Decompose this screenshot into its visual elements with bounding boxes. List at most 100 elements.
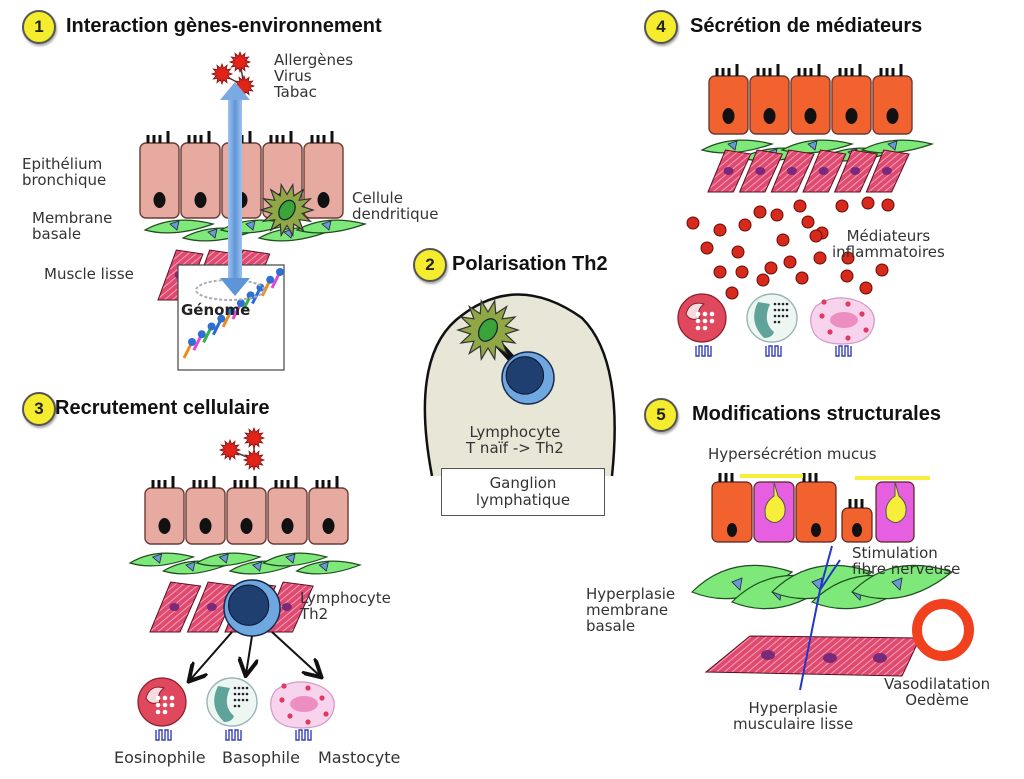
basal-membrane-cell [295, 219, 368, 234]
panel-5-illustration [690, 473, 974, 691]
epithelial-cell [308, 487, 349, 545]
cell-nucleus [886, 108, 899, 124]
muscle-nucleus [873, 653, 887, 663]
lymphocyte-nucleus [505, 356, 545, 395]
muscle-nucleus [850, 167, 861, 175]
basophil-granule [777, 302, 781, 306]
basophil-granule [237, 704, 241, 708]
recruitment-arrow [271, 631, 320, 676]
interaction-arrow-down-head [220, 278, 250, 296]
mastocyte-granule [845, 335, 851, 341]
basophil-granule [241, 686, 245, 690]
basophil-granule [233, 686, 237, 690]
membrane-nucleus [887, 140, 898, 151]
basophil-nucleus [214, 686, 234, 722]
membrane-nucleus [731, 577, 743, 591]
eosinophil-granule [155, 702, 161, 708]
muscle-nucleus [786, 167, 797, 175]
eosinophil-granule [702, 318, 708, 324]
membrane-nucleus [318, 561, 329, 572]
inflammatory-mediator [725, 286, 739, 300]
membrane-nucleus [727, 140, 738, 151]
allergen-particle [228, 50, 252, 74]
basophil-granule [781, 308, 785, 312]
inflammatory-mediator [713, 265, 727, 279]
dendritic-cell-label: Cellule dendritique [352, 189, 439, 223]
dna-backbone-node [236, 299, 245, 308]
inflammatory-mediator [731, 245, 745, 259]
dna-backbone-node [197, 330, 206, 339]
basophil-granule [785, 302, 789, 306]
inflammatory-mediator [776, 233, 790, 247]
step-badge-1: 1 [22, 10, 56, 44]
lymph-node-label: Ganglion lymphatique [441, 468, 605, 516]
mastocyte-granule [305, 719, 311, 725]
mastocyte-granule [305, 685, 311, 691]
panel-4-illustration [677, 64, 935, 357]
muscle-nucleus [169, 603, 180, 611]
muscle-nucleus [755, 167, 766, 175]
inflammatory-mediator [875, 263, 889, 277]
panel-5-title: Modifications structurales [692, 403, 941, 425]
membrane-nucleus [185, 561, 196, 572]
inflammatory-mediator [738, 218, 752, 232]
basal-membrane-cell [195, 552, 262, 567]
membrane-nucleus [245, 220, 256, 231]
mastocyte-granule [859, 311, 865, 317]
mastocyte-granule [279, 697, 285, 703]
cell-nucleus [317, 192, 330, 208]
mastocyte-label: Mastocyte [318, 748, 401, 767]
epithelial-cell [144, 487, 185, 545]
hyperplastic-membrane-cell [850, 564, 954, 600]
cell-nucleus [194, 192, 207, 208]
ige-receptor [835, 345, 852, 357]
inflammatory-mediator [795, 271, 809, 285]
basal-membrane-cell [261, 552, 329, 567]
epithelial-cell [790, 75, 831, 135]
lymphocyte-nucleus [227, 584, 270, 626]
epithelium-label: Epithélium bronchique [22, 155, 107, 189]
eosinophil-granule [709, 311, 715, 317]
eosinophil-nucleus [145, 686, 166, 704]
eosinophil-cell [677, 293, 727, 343]
basophil-granule [233, 698, 237, 702]
eosinophil-nucleus [685, 302, 706, 320]
basophil-granule [777, 314, 781, 318]
dna-backbone-node [227, 306, 236, 315]
membrane-nucleus [169, 220, 180, 231]
ige-receptor [225, 729, 242, 741]
membrane-nucleus [891, 577, 903, 591]
allergen-particle [242, 426, 266, 450]
panel-3-title: Recrutement cellulaire [55, 397, 270, 419]
mastocyte-granule [819, 313, 825, 319]
muscle-nucleus [761, 650, 775, 660]
dna-backbone-node [217, 314, 226, 323]
basal-hyperplasia-label: Hyperplasie membrane basale [586, 585, 676, 635]
mediators-label: Médiateurs inflammatoires [832, 227, 945, 261]
basophil-granule [233, 692, 237, 696]
triggers-label: Allergènes Virus Tabac [274, 51, 354, 101]
muscle-nucleus [723, 167, 734, 175]
inflammatory-mediator [735, 265, 749, 279]
inflammatory-mediator [686, 216, 700, 230]
eosinophil-granule [155, 695, 161, 701]
panel-2-title: Polarisation Th2 [452, 253, 608, 275]
basophil-granule [237, 692, 241, 696]
mastocyte-granule [323, 711, 329, 717]
membrane-nucleus [207, 228, 218, 239]
eosinophil-granule [702, 325, 708, 331]
smooth-muscle-label: Muscle lisse [44, 265, 134, 283]
inflammatory-mediator [861, 196, 875, 210]
cell-nucleus [845, 108, 858, 124]
basophil-granule [245, 686, 249, 690]
cell-nucleus [763, 108, 776, 124]
muscle-nucleus [818, 167, 829, 175]
panel-1-illustration [139, 50, 368, 371]
allergen-particle [210, 62, 234, 86]
eosinophil-granule [155, 709, 161, 715]
dna-backbone-node [207, 322, 216, 331]
membrane-nucleus [285, 553, 296, 564]
basophil-granule [245, 692, 249, 696]
cell-nucleus [199, 518, 212, 534]
mucus-droplet [764, 481, 786, 523]
